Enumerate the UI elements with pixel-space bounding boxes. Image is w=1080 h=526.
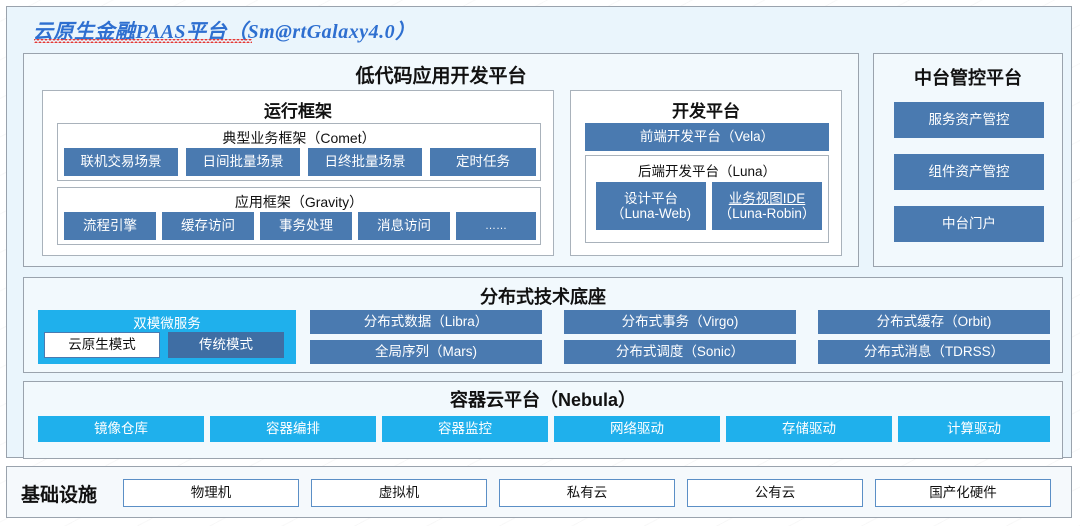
chip-global-sequence-mars[interactable]: 全局序列（Mars): [310, 340, 542, 364]
chip-process-engine[interactable]: 流程引擎: [64, 212, 156, 240]
platform-panel: 云原生金融PAAS平台（Sm@rtGalaxy4.0） 低代码应用开发平台 运行…: [6, 6, 1072, 459]
dual-mode-title: 双模微服务: [133, 316, 201, 331]
infrastructure-section: 基础设施 物理机 虚拟机 私有云 公有云 国产化硬件: [6, 466, 1072, 518]
container-cloud-header: 容器云平台（Nebula）: [449, 390, 636, 410]
distributed-tech-base-section: 分布式技术底座 双模微服务 云原生模式 传统模式 分布式数据（Libra） 分布…: [23, 277, 1063, 373]
chip-container-orchestration[interactable]: 容器编排: [210, 416, 376, 442]
gravity-framework-group: 应用框架（Gravity） 流程引擎 缓存访问 事务处理 消息访问 ……: [57, 187, 541, 245]
chip-message-access[interactable]: 消息访问: [358, 212, 450, 240]
chip-eod-batch[interactable]: 日终批量场景: [308, 148, 422, 176]
chip-transaction-processing[interactable]: 事务处理: [260, 212, 352, 240]
page-title: 云原生金融PAAS平台（Sm@rtGalaxy4.0）: [33, 21, 416, 43]
chip-frontend-dev-platform-vela[interactable]: 前端开发平台（Vela）: [585, 123, 829, 151]
chip-virtual-machine[interactable]: 虚拟机: [311, 479, 487, 507]
middle-platform-section: 中台管控平台 服务资产管控 组件资产管控 中台门户: [873, 53, 1063, 267]
chip-network-driver[interactable]: 网络驱动: [554, 416, 720, 442]
chip-image-repository[interactable]: 镜像仓库: [38, 416, 204, 442]
chip-business-view-ide-line2: （Luna-Robin）: [718, 206, 816, 221]
middle-platform-header: 中台管控平台: [914, 68, 1022, 88]
chip-service-asset-management[interactable]: 服务资产管控: [894, 102, 1044, 138]
chip-distributed-message-tdrss[interactable]: 分布式消息（TDRSS）: [818, 340, 1050, 364]
spellcheck-wavy-underline: [34, 39, 252, 43]
chip-design-platform-line1: 设计平台: [624, 190, 678, 206]
chip-private-cloud[interactable]: 私有云: [499, 479, 675, 507]
chip-cloud-native-mode[interactable]: 云原生模式: [44, 332, 160, 358]
dual-mode-microservice-group: 双模微服务 云原生模式 传统模式: [38, 310, 296, 364]
runtime-framework-section: 运行框架 典型业务框架（Comet） 联机交易场景 日间批量场景 日终批量场景 …: [42, 90, 554, 256]
chip-intraday-batch[interactable]: 日间批量场景: [186, 148, 300, 176]
chip-distributed-data-libra[interactable]: 分布式数据（Libra）: [310, 310, 542, 334]
lowcode-platform-header: 低代码应用开发平台: [355, 66, 527, 87]
chip-middle-platform-portal[interactable]: 中台门户: [894, 206, 1044, 242]
chip-distributed-cache-orbit[interactable]: 分布式缓存（Orbit): [818, 310, 1050, 334]
chip-cache-access[interactable]: 缓存访问: [162, 212, 254, 240]
infrastructure-label: 基础设施: [21, 485, 98, 506]
lowcode-platform-section: 低代码应用开发平台 运行框架 典型业务框架（Comet） 联机交易场景 日间批量…: [23, 53, 859, 267]
chip-storage-driver[interactable]: 存储驱动: [726, 416, 892, 442]
runtime-framework-header: 运行框架: [264, 102, 332, 121]
chip-more-ellipsis[interactable]: ……: [456, 212, 536, 240]
dev-platform-header: 开发平台: [672, 102, 740, 121]
dev-platform-section: 开发平台 前端开发平台（Vela） 后端开发平台（Luna） 设计平台 （Lun…: [570, 90, 842, 256]
distributed-tech-base-header: 分布式技术底座: [480, 287, 606, 307]
chip-component-asset-management[interactable]: 组件资产管控: [894, 154, 1044, 190]
backend-dev-platform-group: 后端开发平台（Luna） 设计平台 （Luna-Web) 业务视图IDE （Lu…: [585, 155, 829, 243]
chip-public-cloud[interactable]: 公有云: [687, 479, 863, 507]
comet-framework-group: 典型业务框架（Comet） 联机交易场景 日间批量场景 日终批量场景 定时任务: [57, 123, 541, 181]
chip-business-view-ide-luna-robin[interactable]: 业务视图IDE （Luna-Robin）: [712, 182, 822, 230]
chip-domestic-hardware[interactable]: 国产化硬件: [875, 479, 1051, 507]
chip-business-view-ide-line1: 业务视图IDE: [728, 190, 806, 206]
chip-scheduled-task[interactable]: 定时任务: [430, 148, 536, 176]
chip-container-monitoring[interactable]: 容器监控: [382, 416, 548, 442]
backend-dev-platform-header: 后端开发平台（Luna）: [637, 164, 777, 179]
chip-distributed-transaction-virgo[interactable]: 分布式事务（Virgo): [564, 310, 796, 334]
chip-design-platform-line2: （Luna-Web): [610, 206, 692, 221]
chip-distributed-scheduling-sonic[interactable]: 分布式调度（Sonic）: [564, 340, 796, 364]
gravity-framework-header: 应用框架（Gravity）: [234, 194, 364, 210]
chip-design-platform-luna-web[interactable]: 设计平台 （Luna-Web): [596, 182, 706, 230]
container-cloud-section: 容器云平台（Nebula） 镜像仓库 容器编排 容器监控 网络驱动 存储驱动 计…: [23, 381, 1063, 459]
comet-framework-header: 典型业务框架（Comet）: [222, 130, 376, 146]
chip-physical-machine[interactable]: 物理机: [123, 479, 299, 507]
chip-traditional-mode[interactable]: 传统模式: [168, 332, 284, 358]
chip-compute-driver[interactable]: 计算驱动: [898, 416, 1050, 442]
chip-online-transaction[interactable]: 联机交易场景: [64, 148, 178, 176]
